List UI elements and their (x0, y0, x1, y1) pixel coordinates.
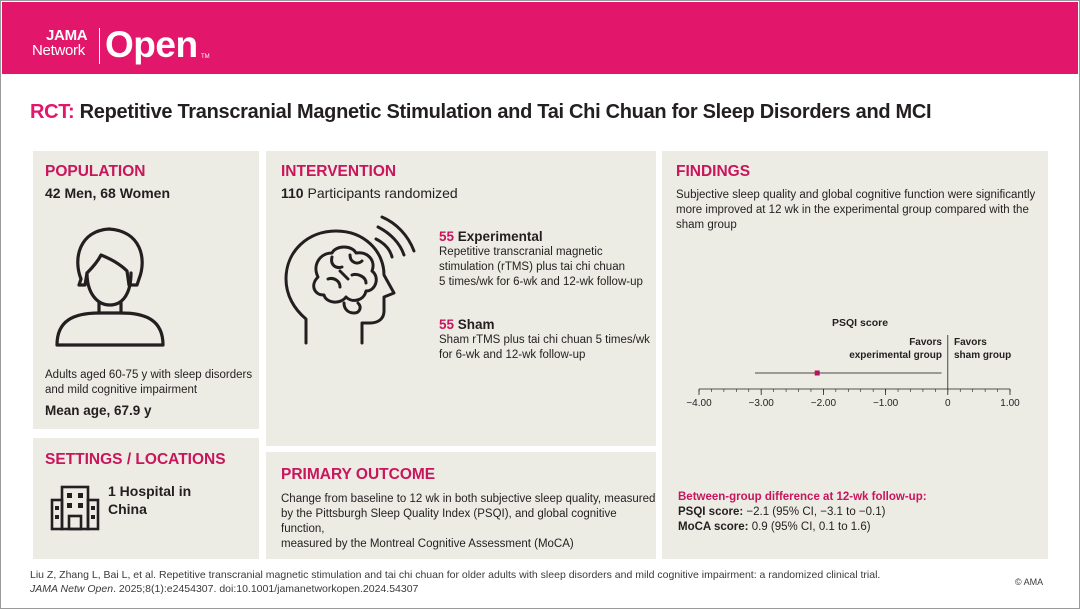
moca-label: MoCA score: (678, 521, 749, 533)
arm-experimental-line: Repetitive transcranial magnetic (439, 246, 603, 258)
arm-sham-line: for 6-wk and 12-wk follow-up (439, 349, 586, 361)
settings-location: 1 Hospital in China (108, 482, 191, 518)
primary-outcome-heading: PRIMARY OUTCOME (281, 466, 436, 483)
psqi-result: PSQI score: −2.1 (95% CI, −3.1 to −0.1) (678, 505, 885, 520)
moca-result: MoCA score: 0.9 (95% CI, 0.1 to 1.6) (678, 520, 871, 535)
x-axis-tick-label: 1.00 (1000, 398, 1020, 409)
intervention-n-text: Participants randomized (307, 185, 458, 201)
population-panel: POPULATION 42 Men, 68 Women Adults aged … (33, 151, 259, 429)
population-description: Adults aged 60-75 y with sleep disorders… (45, 368, 252, 398)
citation-journal: JAMA Netw Open (30, 583, 114, 595)
population-mean-age: Mean age, 67.9 y (45, 403, 152, 418)
title-text: Repetitive Transcranial Magnetic Stimula… (79, 101, 932, 123)
moca-value: 0.9 (95% CI, 0.1 to 1.6) (751, 521, 871, 533)
x-axis-tick-label: −3.00 (749, 398, 775, 409)
favors-left-line2: experimental group (849, 350, 942, 361)
findings-line: Subjective sleep quality and global cogn… (676, 189, 1036, 201)
findings-line: sham group (676, 219, 737, 231)
x-axis-tick-label: −4.00 (686, 398, 712, 409)
findings-panel: FINDINGS Subjective sleep quality and gl… (662, 151, 1048, 559)
primary-outcome-panel: PRIMARY OUTCOME Change from baseline to … (266, 452, 656, 559)
forest-plot-marks (754, 370, 942, 376)
arm-experimental-line: 5 times/wk for 6-wk and 12-wk follow-up (439, 276, 643, 288)
arm-experimental-name: Experimental (457, 229, 543, 244)
arm-experimental-n: 55 (439, 229, 455, 244)
arm-sham-n: 55 (439, 317, 455, 332)
favors-right-line1: Favors (954, 337, 987, 348)
person-icon (55, 227, 165, 347)
favors-left-line1: Favors (909, 337, 942, 348)
brand-divider (99, 28, 100, 64)
primary-outcome-line: Change from baseline to 12 wk in both su… (281, 493, 656, 505)
population-desc-line2: and mild cognitive impairment (45, 384, 198, 396)
brand-product: Open (105, 24, 198, 65)
x-axis-tick-label: −1.00 (873, 398, 899, 409)
between-group-heading: Between-group difference at 12-wk follow… (678, 491, 927, 503)
arm-sham-name: Sham (457, 317, 495, 332)
arm-sham: 55 Sham Sham rTMS plus tai chi chuan 5 t… (439, 316, 650, 363)
intervention-n: 110 (281, 185, 304, 201)
primary-outcome-line: by the Pittsburgh Sleep Quality Index (P… (281, 508, 617, 535)
intervention-heading: INTERVENTION (281, 163, 397, 180)
intervention-participants: 110 Participants randomized (281, 186, 458, 201)
copyright: © AMA (1015, 577, 1044, 587)
citation-line1: Liu Z, Zhang L, Bai L, et al. Repetitive… (30, 569, 881, 581)
x-axis-tick-label: 0 (945, 398, 951, 409)
arm-sham-title: 55 Sham (439, 316, 650, 333)
primary-outcome-line: measured by the Montreal Cognitive Asses… (281, 538, 574, 550)
forest-plot-axis: −4.00 −3.00 −2.00 −1.00 0 1.00 (686, 335, 1020, 409)
psqi-forest-plot: PSQI score Favors experimental group Fav… (686, 317, 1020, 409)
arm-sham-line: Sham rTMS plus tai chi chuan 5 times/wk (439, 334, 650, 346)
findings-summary: Subjective sleep quality and global cogn… (676, 188, 1035, 233)
primary-outcome-text: Change from baseline to 12 wk in both su… (281, 492, 656, 552)
population-heading: POPULATION (45, 163, 146, 180)
head-brain-stimulation-icon (284, 215, 416, 345)
point-estimate-marker (814, 370, 820, 376)
citation: Liu Z, Zhang L, Bai L, et al. Repetitive… (30, 568, 880, 596)
title-prefix: RCT: (30, 101, 75, 123)
brand-logo-small: JAMA Network (32, 27, 88, 59)
findings-heading: FINDINGS (676, 163, 751, 180)
citation-line2: JAMA Netw Open. 2025;8(1):e2454307. doi:… (30, 582, 880, 596)
arm-experimental-line: stimulation (rTMS) plus tai chi chuan (439, 261, 625, 273)
arm-experimental-title: 55 Experimental (439, 228, 643, 245)
brand-line1: JAMA (46, 27, 88, 44)
arm-experimental: 55 Experimental Repetitive transcranial … (439, 228, 643, 290)
hospital-building-icon (50, 485, 100, 531)
brand-tm: TM (201, 54, 210, 60)
favors-right-line2: sham group (954, 350, 1011, 361)
forest-plot-title: PSQI score (832, 317, 888, 329)
population-desc-line1: Adults aged 60-75 y with sleep disorders (45, 369, 253, 381)
brand-line2: Network (32, 42, 85, 59)
settings-line1: 1 Hospital in (108, 483, 192, 499)
intervention-panel: INTERVENTION 110 Participants randomized… (266, 151, 656, 446)
findings-line: more improved at 12 wk in the experiment… (676, 204, 1029, 216)
settings-line2: China (108, 501, 147, 517)
psqi-value: −2.1 (95% CI, −3.1 to −0.1) (746, 506, 886, 518)
settings-heading: SETTINGS / LOCATIONS (45, 451, 226, 468)
population-counts: 42 Men, 68 Women (45, 185, 171, 201)
page-title: RCT: Repetitive Transcranial Magnetic St… (30, 101, 932, 124)
x-axis-tick-label: −2.00 (811, 398, 837, 409)
psqi-label: PSQI score: (678, 506, 744, 518)
citation-details: . 2025;8(1):e2454307. doi:10.1001/jamane… (113, 583, 419, 595)
settings-panel: SETTINGS / LOCATIONS 1 Hospital in China (33, 438, 259, 559)
header-band: JAMA Network Open TM (2, 2, 1078, 74)
